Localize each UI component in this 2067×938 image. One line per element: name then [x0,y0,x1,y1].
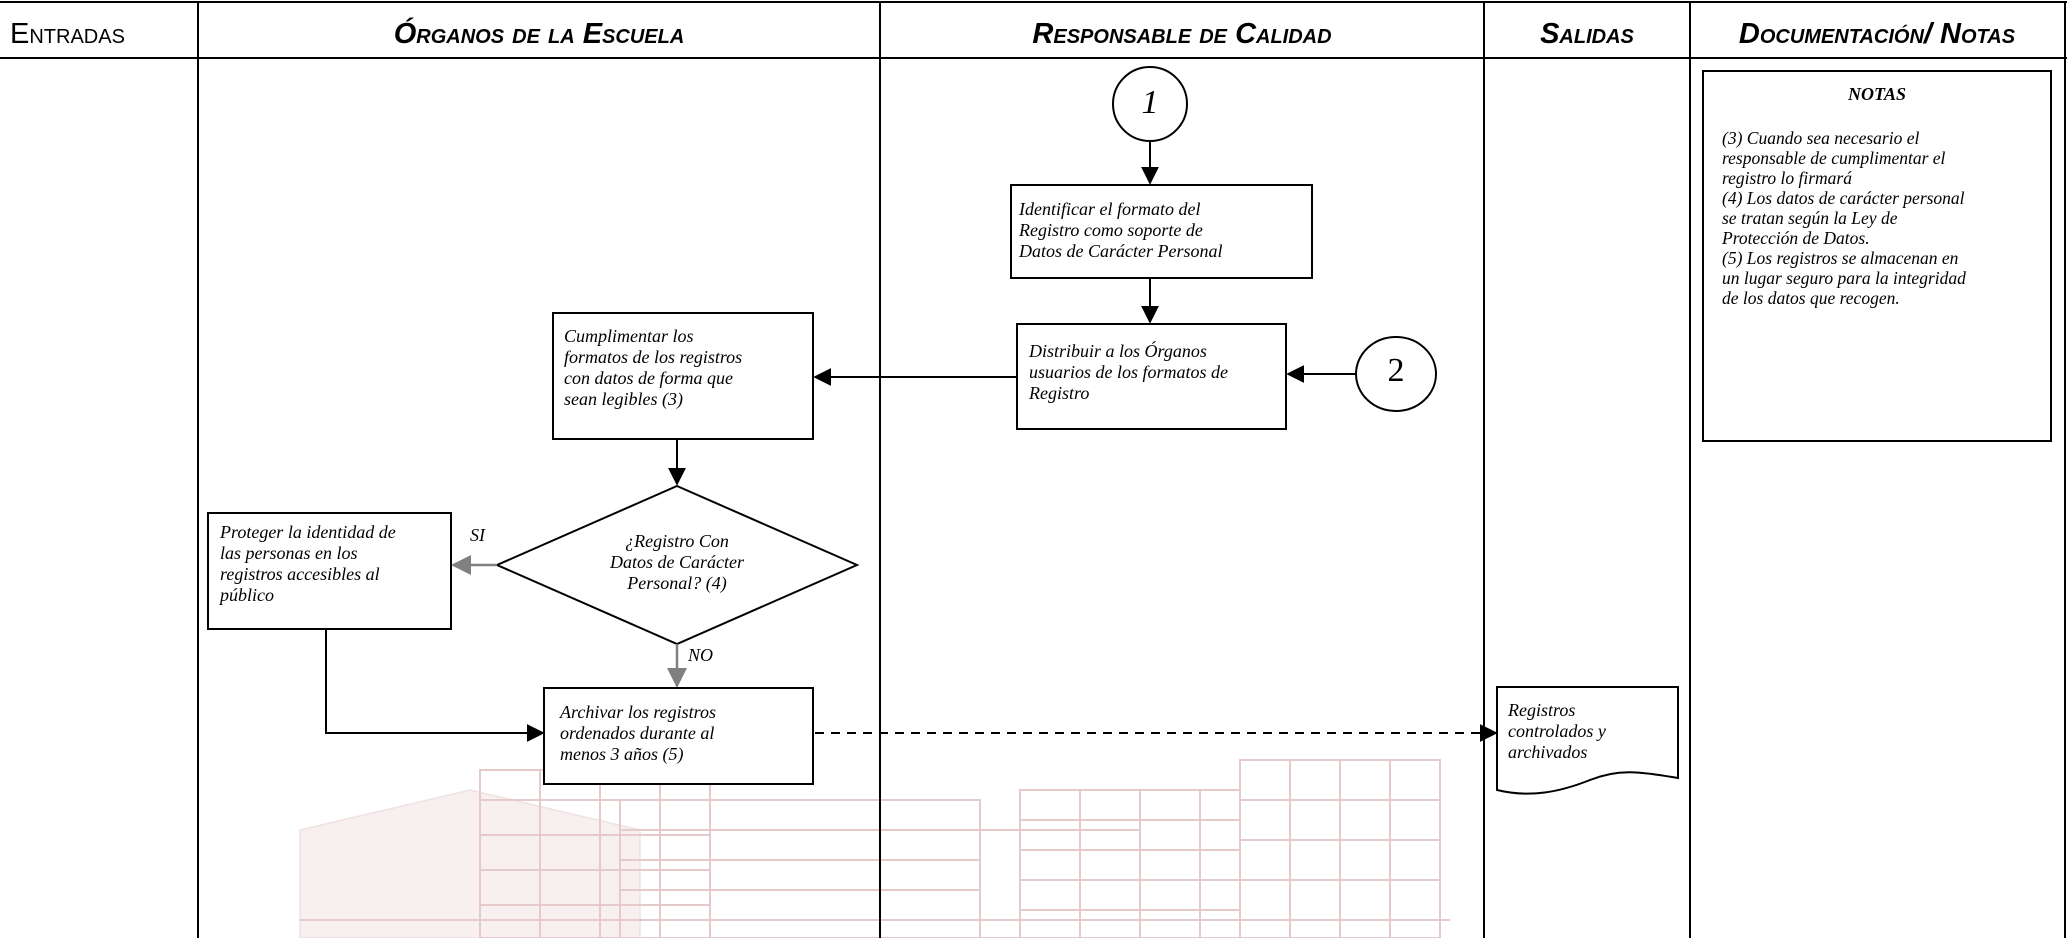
notes-line: (3) Cuando sea necesario el [1722,128,1920,148]
branch-label-no: NO [688,645,714,665]
notes-line: responsable de cumplimentar el [1722,148,1946,168]
text-salida-registros: Registros controlados y archivados [1508,700,1673,763]
lane-header-responsable: Responsable de Calidad [1032,18,1331,50]
text-proteger-line: las personas en los [220,543,358,563]
box-archivar [543,687,814,785]
text-proteger-line: Proteger la identidad de [220,522,396,542]
text-proteger-line: público [220,585,274,605]
text-cumplimentar: Cumplimentar los formatos de los registr… [564,326,809,410]
text-distribuir: Distribuir a los Órganos usuarios de los… [1029,341,1284,404]
text-distribuir-line: Registro [1029,383,1090,403]
lane-header-organos: Órganos de la Escuela [394,16,685,50]
text-archivar-line: Archivar los registros [560,702,716,722]
text-decision: ¿Registro Con Datos de Carácter Personal… [572,531,782,594]
notes-box [1702,70,2052,442]
text-decision-line: Datos de Carácter [610,552,744,572]
notes-line: registro lo firmará [1722,168,1852,188]
notes-title: NOTAS [1847,84,1907,104]
box-proteger [207,512,452,630]
text-decision-line: ¿Registro Con [625,531,729,551]
text-archivar-line: menos 3 años (5) [560,744,684,764]
arrow-proteger-to-archivar [325,629,545,742]
text-salida-line: archivados [1508,742,1588,762]
connector-2-label: 2 [1387,352,1405,389]
notes-line: (5) Los registros se almacenan en [1722,248,1959,268]
text-identificar-line: Identificar el formato del [1019,199,1201,219]
notes-line: se tratan según la Ley de [1722,208,1898,228]
text-cumplimentar-line: formatos de los registros [564,347,743,367]
text-distribuir-line: usuarios de los formatos de [1029,362,1229,382]
text-cumplimentar-line: sean legibles (3) [564,389,683,409]
connector-1-label: 1 [1141,84,1159,121]
text-decision-line: Personal? (4) [627,573,727,593]
box-cumplimentar [552,312,814,440]
text-identificar: Identificar el formato del Registro como… [1019,199,1309,262]
lane-header-entradas: Entradas [10,18,125,50]
text-proteger-line: registros accesibles al [220,564,380,584]
lane-header-salidas: Salidas [1540,18,1634,50]
text-identificar-line: Registro como soporte de [1019,220,1203,240]
text-distribuir-line: Distribuir a los Órganos [1029,341,1207,361]
building-watermark [299,759,1450,938]
box-identificar [1010,184,1313,279]
text-archivar: Archivar los registros ordenados durante… [560,702,810,765]
text-cumplimentar-line: Cumplimentar los [564,326,694,346]
notes-line: un lugar seguro para la integridad [1722,268,1966,288]
text-cumplimentar-line: con datos de forma que [564,368,733,388]
notes-line: (4) Los datos de carácter personal [1722,188,1965,208]
document-output-registros [1496,686,1679,795]
text-proteger: Proteger la identidad de las personas en… [220,522,450,606]
text-identificar-line: Datos de Carácter Personal [1019,241,1223,261]
text-salida-line: controlados y [1508,721,1606,741]
text-salida-line: Registros [1508,700,1576,720]
lane-header-documentacion: Documentación/ Notas [1739,18,2016,50]
text-archivar-line: ordenados durante al [560,723,715,743]
notes-line: Protección de Datos. [1722,228,1870,248]
branch-label-si: SI [470,525,485,545]
notes-body: (3) Cuando sea necesario el responsable … [1722,128,2042,308]
notes-line: de los datos que recogen. [1722,288,1900,308]
box-distribuir [1016,323,1287,430]
